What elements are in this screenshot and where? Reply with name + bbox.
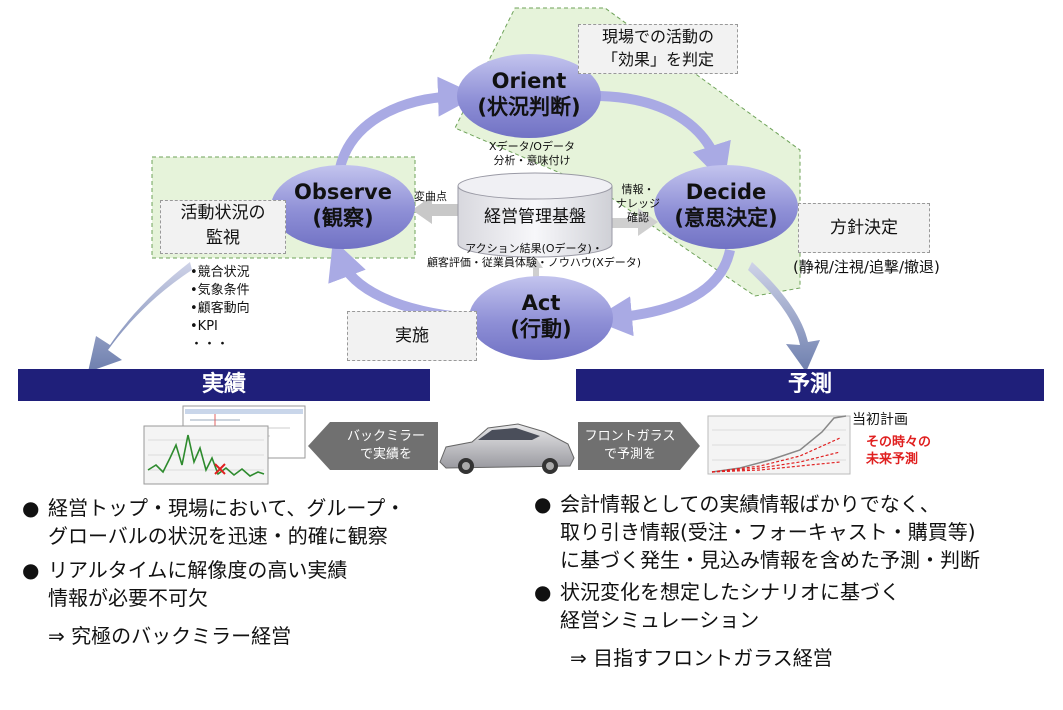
orient-data-note: Xデータ/Oデータ 分析・意味付け [462, 140, 602, 168]
act-label: Act (行動) [471, 290, 611, 343]
right-bullet-list: ● 会計情報としての実績情報ばかりでなく、 取り引き情報(受注・フォーキャスト・… [534, 490, 1059, 672]
monitor-line1: 活動状況の [180, 203, 266, 223]
decide-node [654, 165, 798, 249]
bullet-dot: ● [534, 580, 552, 604]
monitor-item-list: •競合状況 •気象条件 •顧客動向 •KPI ・・・ [190, 264, 250, 354]
monitor-item: •顧客動向 [190, 301, 250, 316]
cycle-arrow-decide-to-act [592, 248, 735, 337]
orient-jp: (状況判断) [477, 95, 581, 120]
act-to-db-arrow [529, 258, 543, 284]
orient-data-line1: Xデータ/Oデータ [489, 140, 575, 153]
orient-label: Orient (状況判断) [459, 68, 599, 121]
effect-line1: 現場での活動の [601, 27, 714, 46]
execution-box: 実施 [347, 311, 477, 361]
right-bullet-2-line1: 状況変化を想定したシナリオに基づく [560, 580, 900, 604]
forecast-label-line2: 未来予測 [866, 452, 919, 467]
left-conclusion: ⇒ 究極のバックミラー経営 [48, 624, 292, 648]
inflection-note: 変曲点 [414, 190, 447, 203]
bullet-dot: ● [22, 558, 40, 582]
front-glass-line1: フロントガラス [584, 429, 676, 444]
act-data-note: アクション結果(Oデータ)・ 顧客評価・従業員体験・ノウハウ(Xデータ) [412, 242, 656, 270]
policy-options: (静視/注視/追撃/撤退) [793, 258, 940, 276]
back-mirror-label: バックミラー で実績を [334, 428, 438, 464]
orient-en: Orient [491, 69, 567, 93]
left-bullet-1: ● 経営トップ・現場において、グループ・ グローバルの状況を迅速・的確に観察 [22, 494, 472, 550]
decide-jp: (意思決定) [674, 206, 778, 231]
bullet-dot: ● [534, 492, 552, 516]
effect-judgement-box: 現場での活動の 「効果」を判定 [578, 24, 738, 74]
forecast-label: その時々の 未来予測 [866, 434, 931, 468]
left-bullet-list: ● 経営トップ・現場において、グループ・ グローバルの状況を迅速・的確に観察 ●… [22, 494, 472, 650]
right-bullet-1-line3: に基づく発生・見込み情報を含めた予測・判断 [560, 548, 980, 572]
right-bullet-2: ● 状況変化を想定したシナリオに基づく 経営シミュレーション [534, 578, 1059, 634]
down-arrow-left [88, 262, 192, 372]
monitor-item: •気象条件 [190, 283, 250, 298]
left-bullet-1-line2: グローバルの状況を迅速・的確に観察 [48, 524, 388, 548]
car-image [439, 423, 575, 474]
knowledge-line1: 情報・ [621, 183, 655, 196]
act-data-line1: アクション結果(Oデータ)・ [465, 242, 603, 255]
effect-line2: 「効果」を判定 [601, 50, 714, 69]
monitor-item: •KPI [190, 319, 218, 334]
database-label: 経営管理基盤 [484, 207, 586, 227]
left-bullet-1-line1: 経営トップ・現場において、グループ・ [48, 496, 406, 520]
observe-en: Observe [294, 180, 392, 204]
observe-node [271, 165, 415, 249]
back-mirror-line1: バックミラー [346, 429, 425, 444]
left-bullet-2-line1: リアルタイムに解像度の高い実績 [48, 558, 348, 582]
act-node [469, 276, 613, 360]
forecast-label-line1: その時々の [866, 435, 932, 450]
back-mirror-line2: で実績を [359, 447, 412, 462]
decide-en: Decide [685, 180, 767, 204]
right-conclusion: ⇒ 目指すフロントガラス経営 [570, 646, 833, 670]
inflection-arrow [412, 196, 458, 224]
down-arrow-right [748, 262, 820, 372]
back-mirror-arrow [308, 422, 438, 470]
bullet-dot: ● [22, 496, 40, 520]
act-data-line2: 顧客評価・従業員体験・ノウハウ(Xデータ) [426, 255, 642, 269]
activity-monitor-box: 活動状況の 監視 [160, 200, 286, 254]
front-glass-arrow [578, 422, 700, 470]
orient-data-line2: 分析・意味付け [493, 153, 571, 167]
knowledge-line2: ナレッジ [616, 196, 660, 210]
performance-banner: 実績 [18, 369, 430, 401]
knowledge-note: 情報・ ナレッジ 確認 [610, 183, 666, 224]
policy-label: 方針決定 [830, 218, 898, 238]
orient-node [457, 54, 601, 138]
right-bullet-1: ● 会計情報としての実績情報ばかりでなく、 取り引き情報(受注・フォーキャスト・… [534, 490, 1059, 574]
forecast-banner: 予測 [576, 369, 1044, 401]
cycle-arrow-observe-to-orient [335, 76, 478, 170]
knowledge-arrow [612, 208, 658, 236]
observe-label: Observe (観察) [273, 179, 413, 232]
database-cylinder [457, 172, 613, 258]
decide-label: Decide (意思決定) [656, 179, 796, 232]
monitor-item: ・・・ [190, 337, 230, 352]
execute-label: 実施 [395, 326, 429, 346]
performance-chart-thumbnail [143, 425, 269, 485]
policy-decision-box: 方針決定 [798, 203, 930, 253]
left-bullet-2-line2: 情報が必要不可欠 [48, 586, 208, 610]
knowledge-line3: 確認 [627, 210, 649, 224]
observe-jp: (観察) [312, 206, 374, 231]
front-glass-label: フロントガラス で予測を [578, 428, 682, 464]
initial-plan-label: 当初計画 [852, 412, 908, 428]
monitor-item: •競合状況 [190, 265, 250, 280]
cycle-arrow-orient-to-decide [599, 91, 731, 185]
monitor-line2: 監視 [206, 228, 240, 248]
right-bullet-1-line2: 取り引き情報(受注・フォーキャスト・購買等) [560, 520, 976, 544]
front-glass-line2: で予測を [603, 447, 656, 462]
right-bullet-2-line2: 経営シミュレーション [560, 608, 760, 632]
left-bullet-2: ● リアルタイムに解像度の高い実績 情報が必要不可欠 [22, 556, 472, 612]
right-bullet-1-line1: 会計情報としての実績情報ばかりでなく、 [560, 492, 940, 516]
forecast-chart-thumbnail [707, 415, 851, 475]
act-jp: (行動) [510, 317, 572, 342]
act-en: Act [521, 291, 561, 315]
